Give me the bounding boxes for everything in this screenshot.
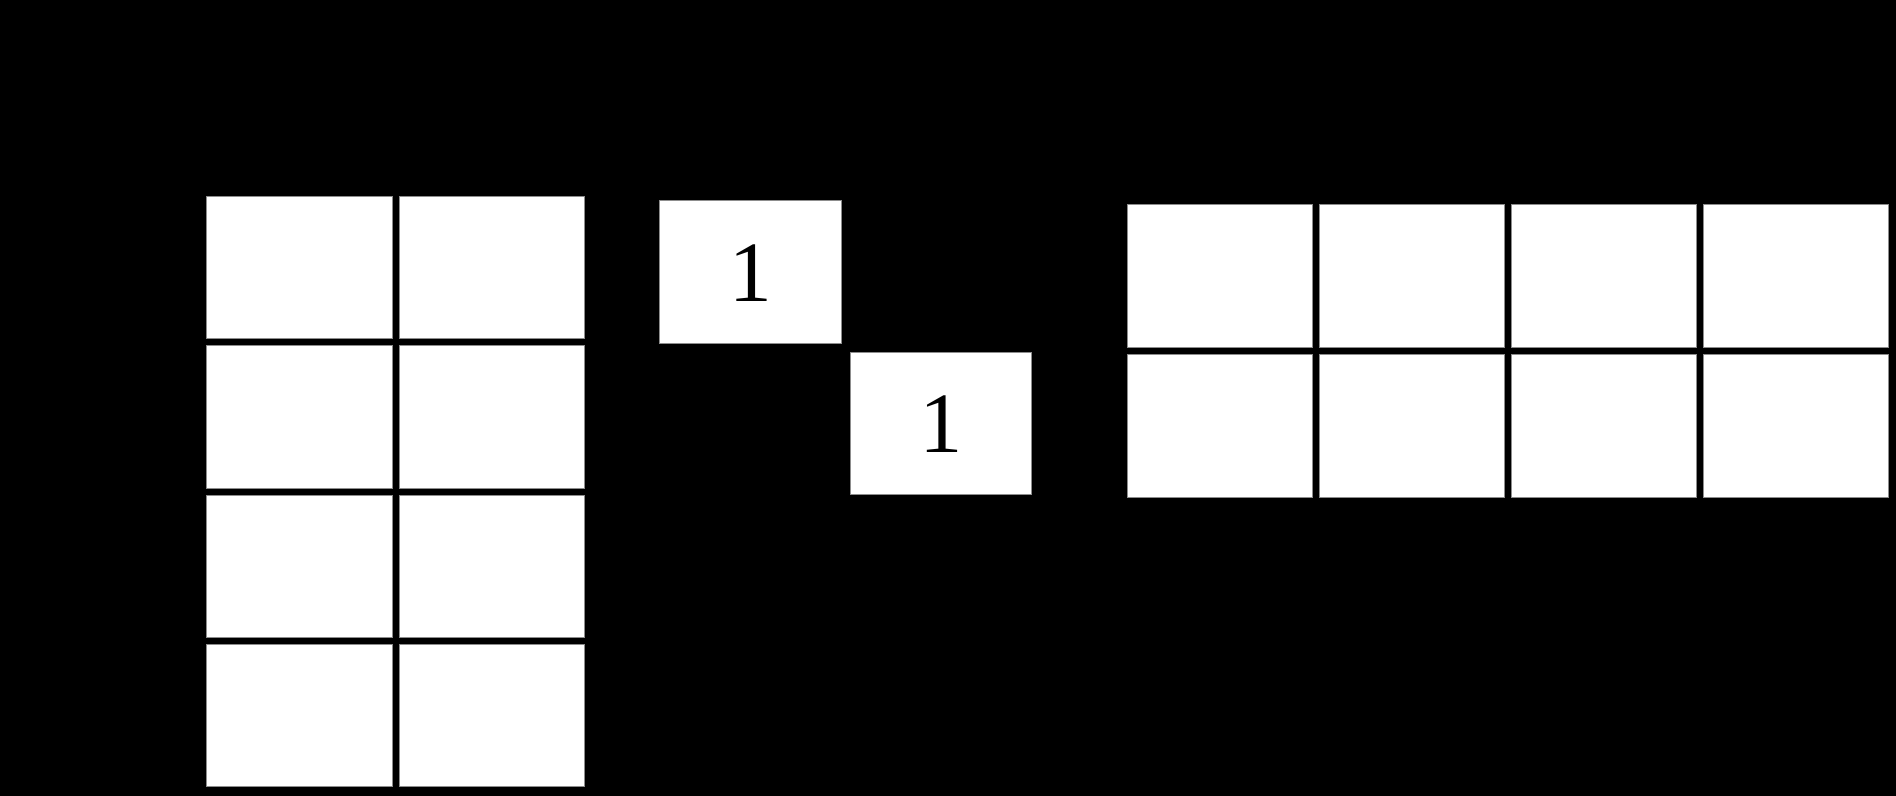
matrix-cell (1511, 204, 1697, 348)
matrix-cell (398, 196, 585, 340)
matrix-cell (1319, 204, 1505, 348)
matrix-cell (398, 494, 585, 638)
matrix-cell (206, 345, 393, 489)
identity-one-cell: 1 (849, 351, 1032, 495)
matrix-cell (206, 494, 393, 638)
matrix-cell (1319, 354, 1505, 498)
hidden-cell (659, 352, 842, 496)
matrix-cell (206, 196, 393, 340)
matrix-cell (398, 345, 585, 489)
matrix-cell (398, 643, 585, 787)
matrix-cell (206, 643, 393, 787)
matrix-cell (1703, 204, 1889, 348)
matrix-cell (1127, 204, 1313, 348)
matrix-cell (1511, 354, 1697, 498)
right-matrix-grid (1127, 204, 1889, 498)
matrix-cell (1127, 354, 1313, 498)
left-matrix-grid (206, 196, 585, 787)
hidden-cell (850, 200, 1033, 344)
matrix-cell (1703, 354, 1889, 498)
identity-one-cell: 1 (659, 200, 842, 344)
